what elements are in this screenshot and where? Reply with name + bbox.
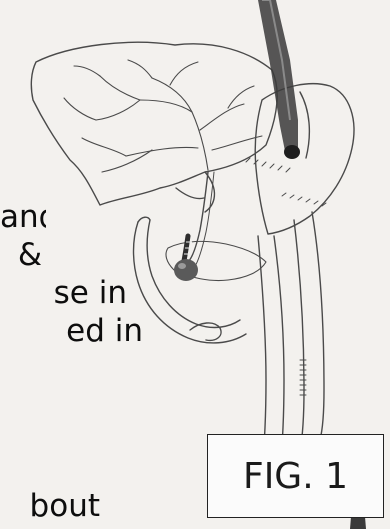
loop xyxy=(190,323,221,340)
stomach xyxy=(255,84,354,234)
biliopancreatic-limb-right xyxy=(312,212,324,440)
cystic-duct xyxy=(176,188,204,199)
endoscope xyxy=(258,0,300,159)
figure-label: FIG. 1 xyxy=(207,434,384,518)
biliopancreatic-limb-left xyxy=(294,220,304,452)
staple-lines xyxy=(246,158,326,395)
stomach-inner-curve xyxy=(300,92,309,158)
liver xyxy=(31,42,277,205)
ampulla-mass xyxy=(174,259,198,281)
bile-duct-outer xyxy=(194,172,214,268)
biliary-tree xyxy=(64,60,262,172)
pancreas-ridge xyxy=(138,217,150,222)
